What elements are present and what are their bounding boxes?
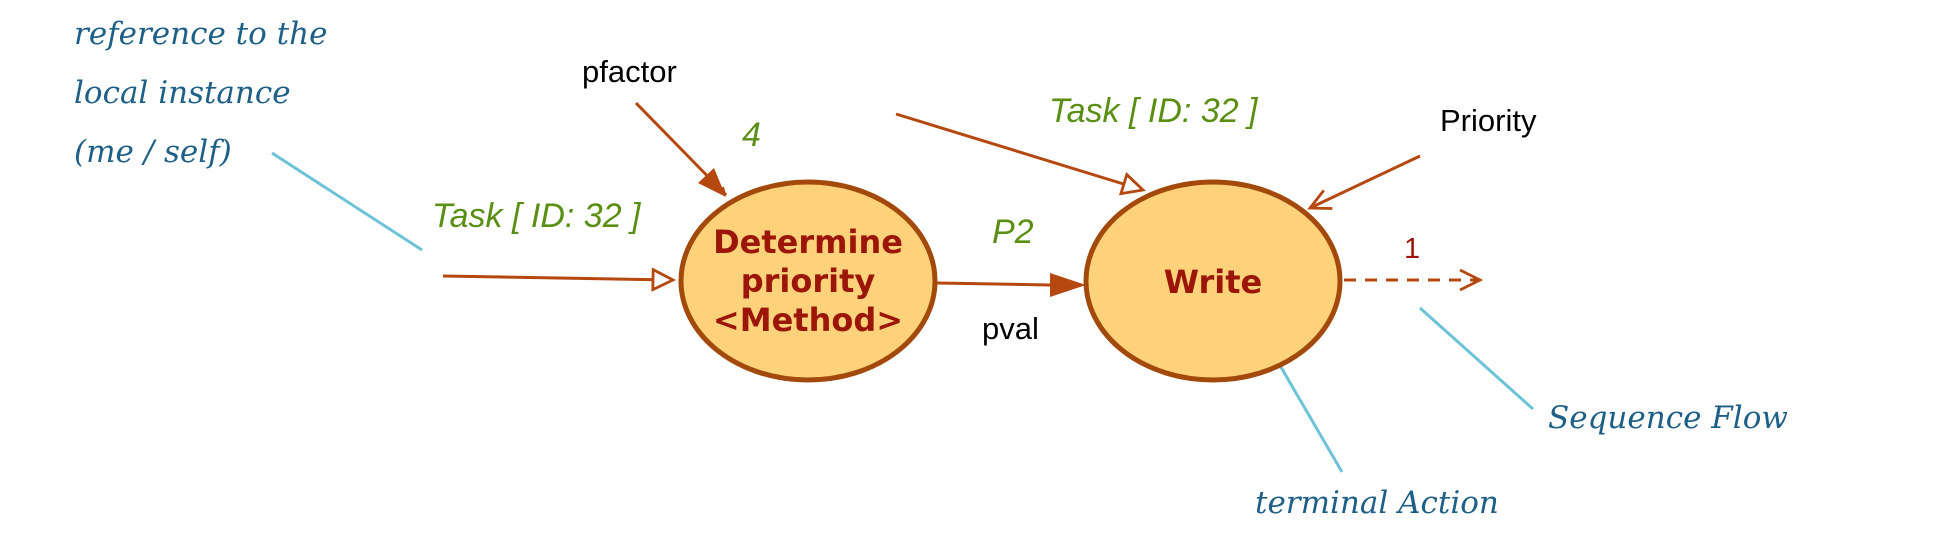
pfactor-label: pfactor (582, 54, 677, 89)
determine-priority-node[interactable] (678, 179, 938, 383)
sequence-connector (1419, 306, 1534, 411)
task-left-label: Task [ ID: 32 ] (432, 197, 642, 235)
local-ref-note-line-3: (me / self) (74, 134, 232, 170)
p2-label: P2 (992, 213, 1034, 251)
local-ref-connector (271, 151, 423, 252)
terminal-connector (1269, 349, 1344, 473)
write-node-label: Write (1164, 263, 1262, 301)
pfactor-arrowhead (698, 168, 726, 197)
pval-label: pval (982, 311, 1039, 346)
task-left-arrow (442, 276, 673, 280)
determine-node-line-1: Determine (713, 223, 903, 261)
task-top-label: Task [ ID: 32 ] (1049, 92, 1259, 130)
determine-node-line-3: <Method> (713, 301, 903, 339)
local-ref-note-line-2: local instance (74, 75, 291, 111)
terminal-action-note: terminal Action (1255, 485, 1499, 521)
write-node[interactable] (1083, 179, 1343, 383)
determine-node-line-2: priority (741, 262, 876, 300)
p2-flow-arrow (936, 281, 1051, 287)
local-ref-note-line-1: reference to the (74, 16, 327, 52)
four-label: 4 (742, 116, 761, 154)
priority-arrow (1307, 154, 1421, 210)
priority-label: Priority (1440, 103, 1537, 138)
task-top-arrow (895, 112, 1143, 190)
p2-flow-arrowhead (1050, 273, 1086, 297)
sequence-number-label: 1 (1404, 233, 1420, 265)
sequence-flow-note: Sequence Flow (1548, 400, 1788, 436)
